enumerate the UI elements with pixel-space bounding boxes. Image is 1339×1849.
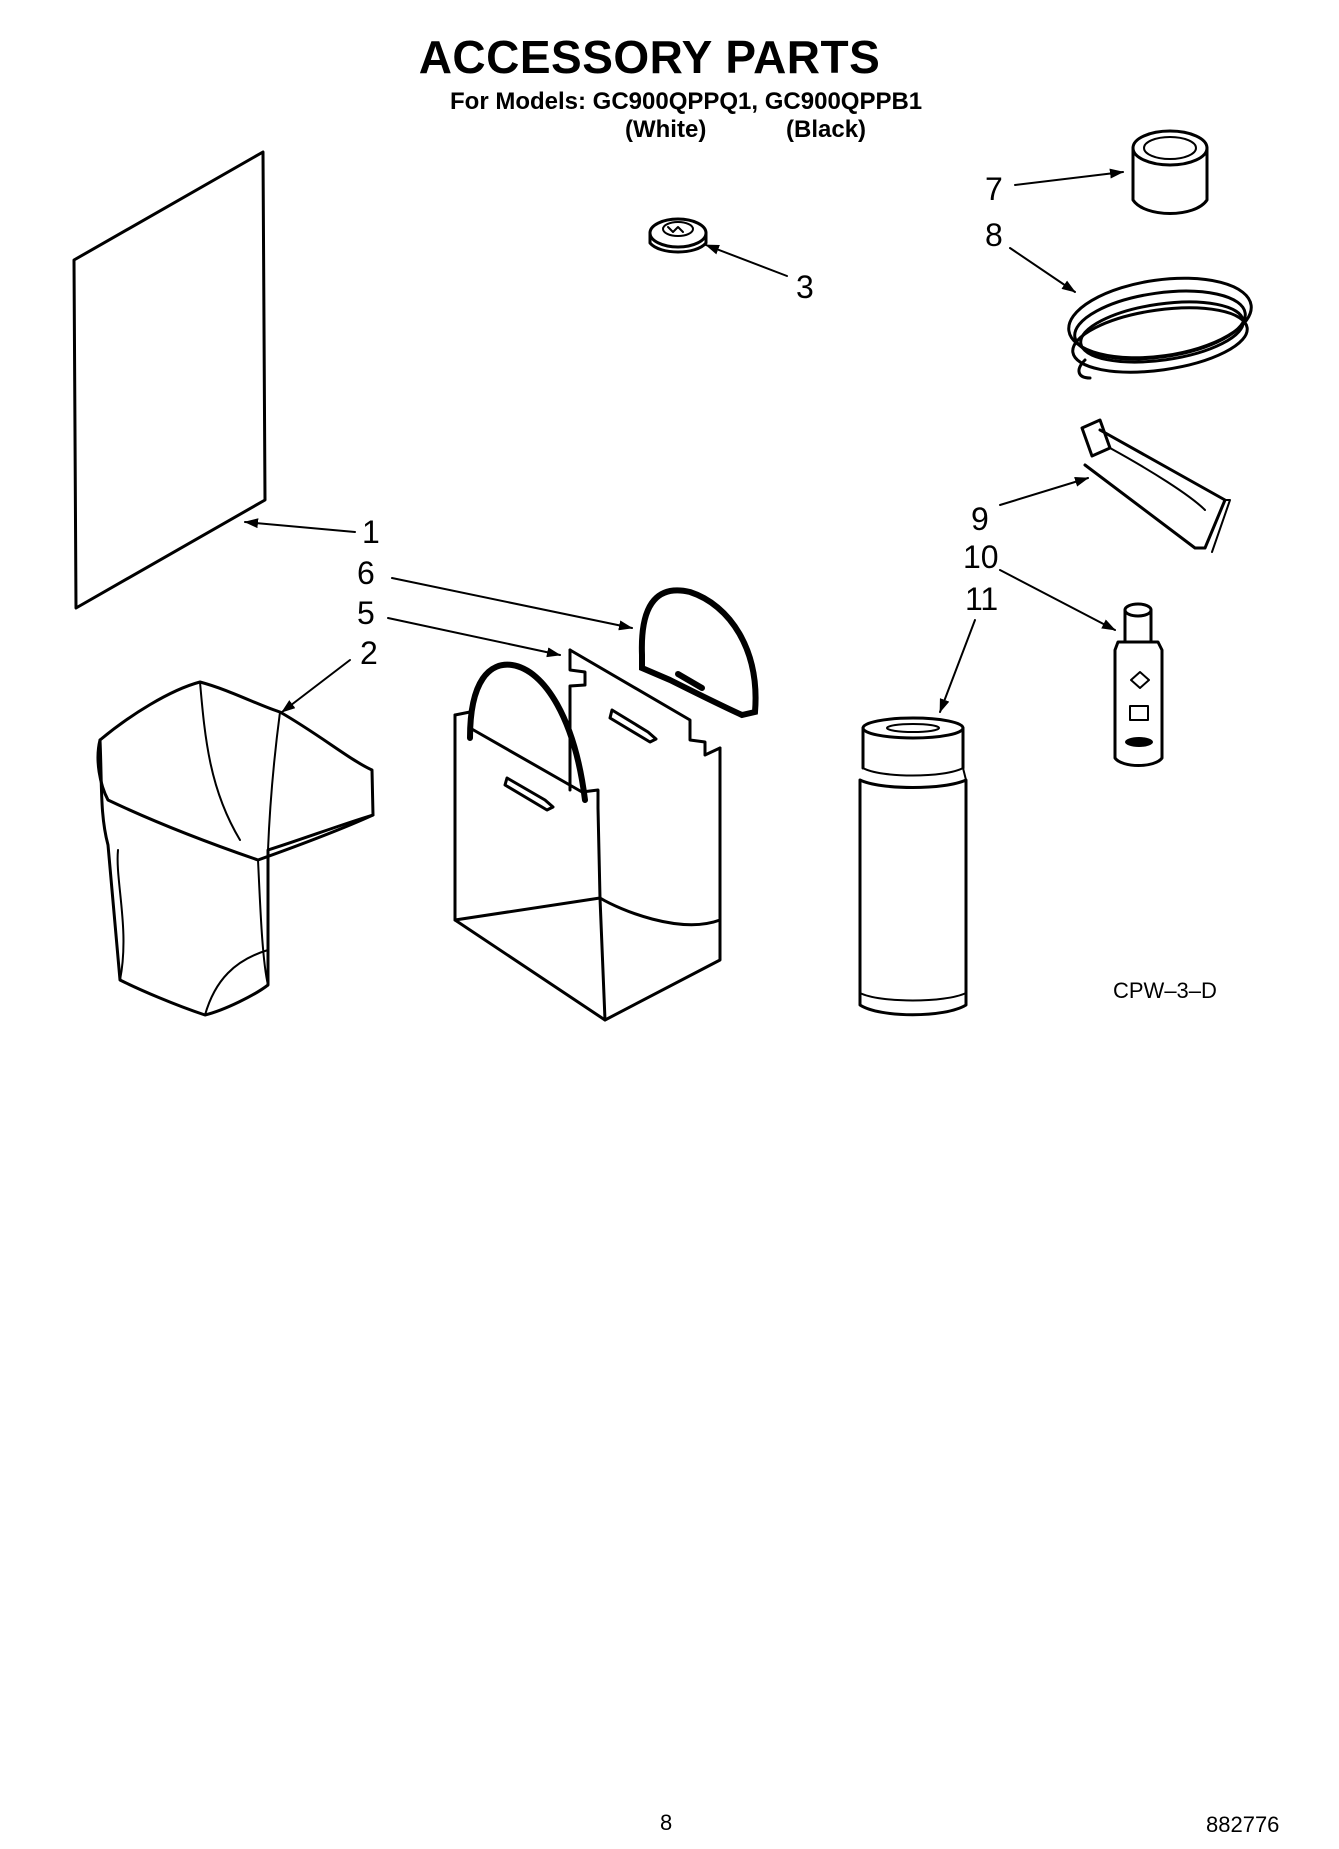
page-number: 8 bbox=[660, 1810, 673, 1835]
callout-9: 9 bbox=[971, 501, 989, 537]
part-7-cap bbox=[1131, 129, 1209, 215]
document-number: 882776 bbox=[1206, 1812, 1280, 1837]
part-10-bottle bbox=[1113, 602, 1164, 767]
variant-white-label: (White) bbox=[625, 116, 707, 143]
part-5-holder bbox=[453, 648, 722, 1022]
callout-10: 10 bbox=[963, 539, 999, 575]
page-title: ACCESSORY PARTS bbox=[418, 31, 881, 83]
part-2-bag bbox=[96, 680, 375, 1017]
part-1-panel bbox=[72, 150, 267, 610]
part-11-spray-can bbox=[858, 716, 968, 1017]
callout-3: 3 bbox=[796, 269, 814, 305]
callout-2: 2 bbox=[360, 635, 378, 671]
part-8-coiled-cord bbox=[1067, 276, 1253, 380]
callout-8: 8 bbox=[985, 217, 1003, 253]
callout-1: 1 bbox=[362, 514, 380, 550]
callout-5: 5 bbox=[357, 595, 375, 631]
callout-7: 7 bbox=[985, 171, 1003, 207]
figure-code: CPW–3–D bbox=[1113, 978, 1217, 1003]
models-line: For Models: GC900QPPQ1, GC900QPPB1 bbox=[450, 88, 923, 115]
part-3-grommet bbox=[648, 217, 708, 254]
part-6-handle bbox=[638, 587, 759, 719]
part-9-tube bbox=[1080, 418, 1231, 553]
callout-6: 6 bbox=[357, 555, 375, 591]
variant-black-label: (Black) bbox=[786, 116, 867, 143]
callout-11: 11 bbox=[965, 581, 998, 617]
leader-lines bbox=[244, 168, 1124, 713]
